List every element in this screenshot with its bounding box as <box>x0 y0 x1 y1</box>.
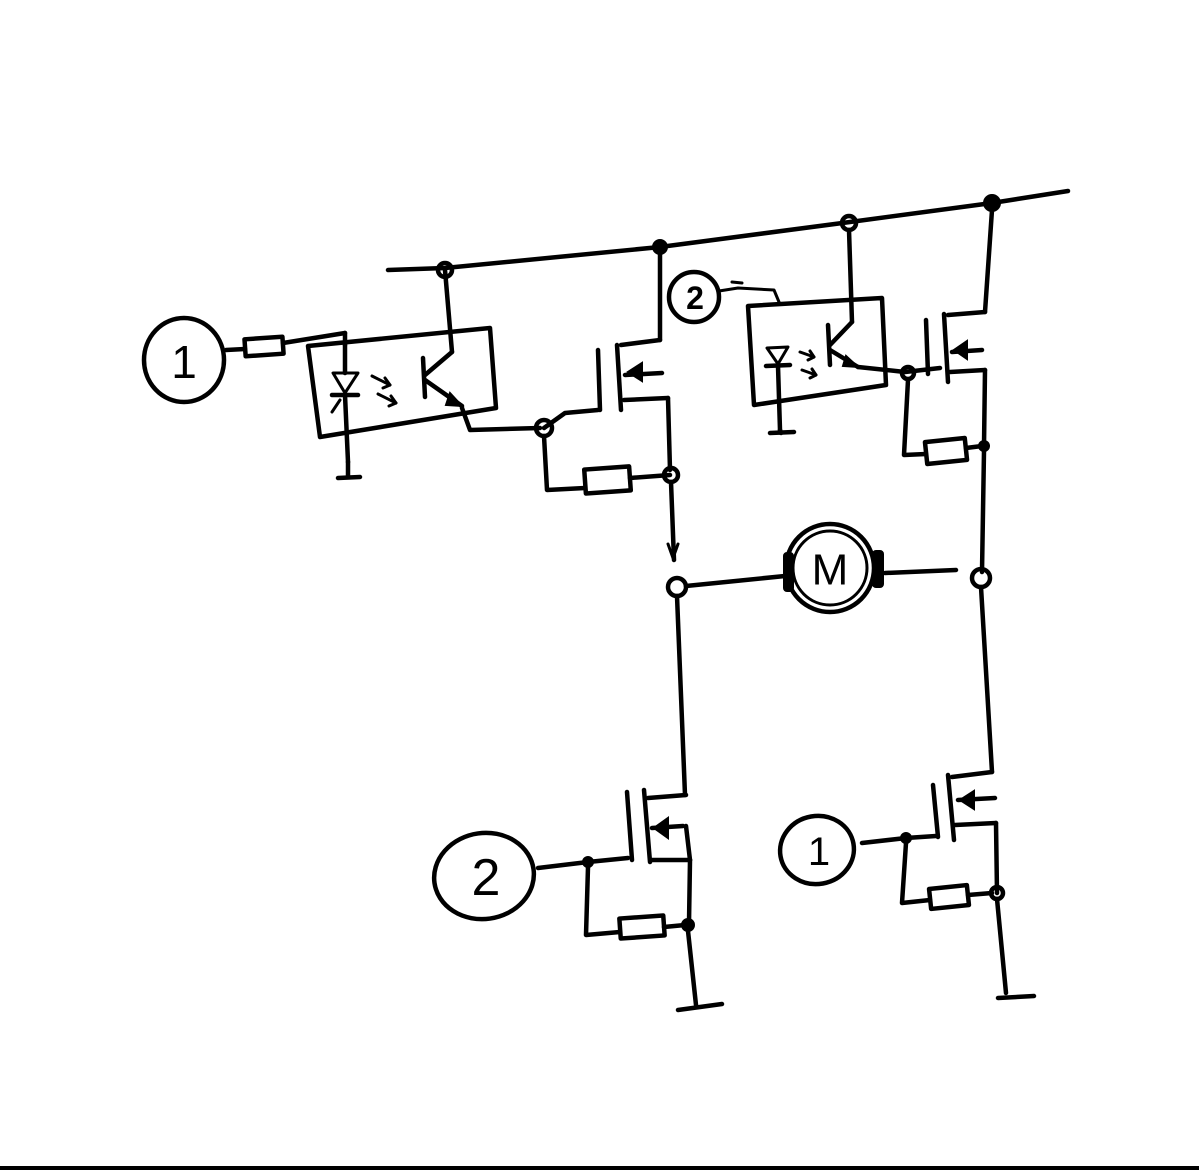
ground-symbol-lower-right <box>995 993 1037 1001</box>
mosfet-lower-right <box>859 584 1009 996</box>
ground-symbol-lower-left <box>675 1001 725 1013</box>
ground-symbol-opto-1 <box>335 459 363 481</box>
input-2-bottom-terminal: 2 <box>431 830 537 922</box>
bottom-border <box>0 1166 1199 1170</box>
motor: M <box>783 521 884 615</box>
input-1-bottom-right-terminal: 1 <box>777 813 857 887</box>
optocoupler-1 <box>305 267 543 465</box>
input-1-bottom-right-label: 1 <box>808 830 830 874</box>
supply-rail <box>385 188 1071 280</box>
optocoupler-2 <box>745 227 943 433</box>
ground-symbol-opto-2 <box>767 427 797 436</box>
input-2-top-terminal: 2 <box>666 269 781 325</box>
input-2-top-label: 2 <box>686 280 704 316</box>
mosfet-upper-left <box>533 244 681 563</box>
input-1-left-terminal: 1 <box>141 315 227 405</box>
input-2-bottom-label: 2 <box>472 849 501 907</box>
input-1-left-label: 1 <box>171 336 197 388</box>
input-1-resistor <box>223 330 348 359</box>
motor-label: M <box>812 546 849 595</box>
mosfet-upper-right <box>899 207 995 575</box>
mosfet-lower-left <box>535 593 699 1008</box>
